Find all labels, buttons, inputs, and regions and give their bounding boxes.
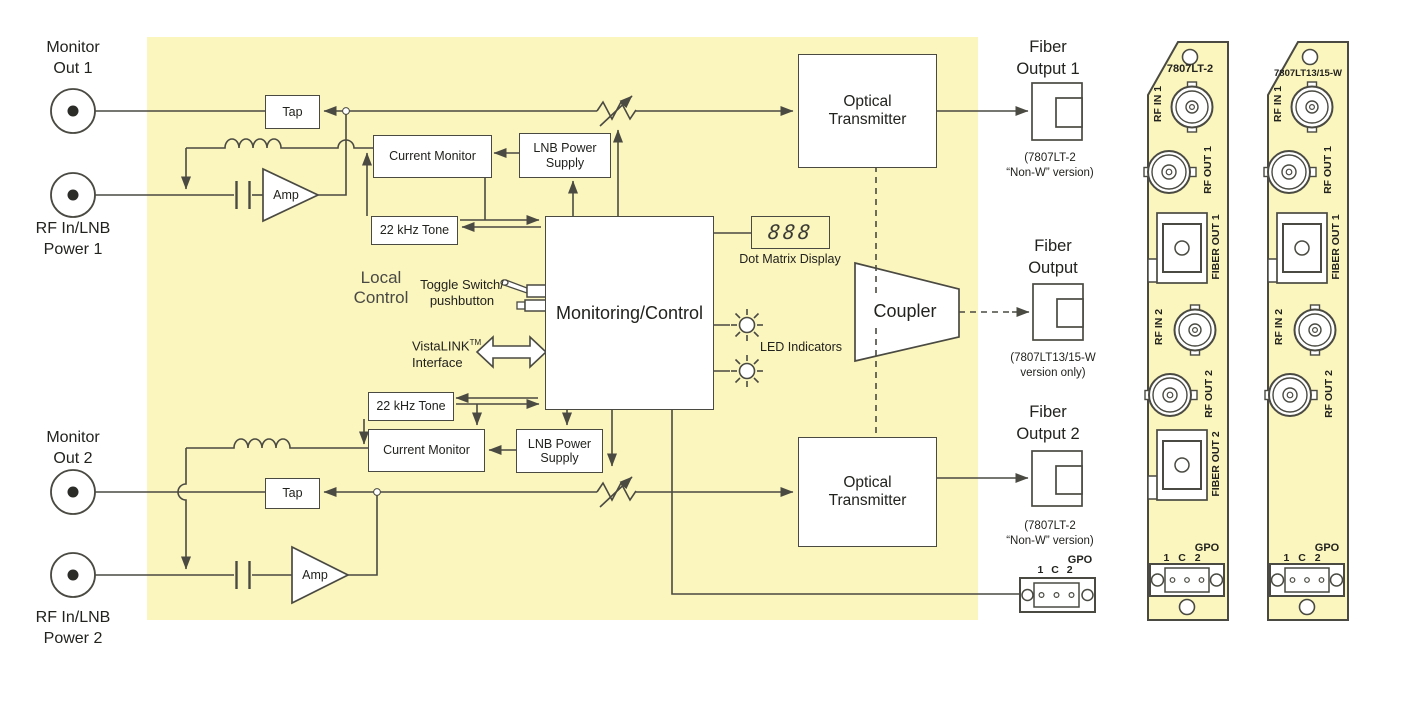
mounting-hole-top-1 [1181,48,1199,66]
panel2-bnc-rf-out-2 [1264,373,1318,417]
fiber-output-mid-caption: (7807LT13/15-W version only) [1010,352,1096,379]
vistalink-label: VistaLINKTM [412,338,482,354]
optical-transmitter-block-2: Optical Transmitter [798,437,937,547]
fiber-output-1-title: Fiber Output 1 [1016,38,1080,79]
panel2-rf-in-1-label: RF IN 1 [1272,85,1284,123]
lnb-bias-inject-2 [177,448,191,570]
control-periphery [475,232,763,387]
panel2-model-label: 7807LT13/15-W [1274,68,1342,79]
mounting-hole-bottom-1 [1178,598,1196,616]
panel1-rf-in-1-label: RF IN 1 [1152,85,1164,123]
tone-block-1: 22 kHz Tone [371,216,458,245]
tone-block-2: 22 kHz Tone [368,392,454,421]
gpo-pins-label: 1 C 2 [1037,564,1073,576]
panel2-rf-out-1-label: RF OUT 1 [1322,146,1334,194]
amp-triangle-2 [291,545,350,605]
amp-label-1: Amp [273,188,299,202]
rear-panel-card-1 [1143,41,1229,621]
panel1-model-label: 7807LT-2 [1166,63,1214,75]
amp-triangle-1 [262,167,320,223]
led-indicators-label: LED Indicators [760,340,842,354]
current-monitor-block-1: Current Monitor [373,135,492,178]
vistalink-interface-label: Interface [412,355,463,370]
fiber-output-mid-title: Fiber Output [1028,237,1078,278]
panel2-bnc-rf-in-1 [1290,81,1334,133]
panel1-bnc-rf-out-2 [1144,373,1198,417]
port-label-monitor-out-2: Monitor Out 2 [46,429,100,467]
panel2-gpo-label: GPO [1314,542,1340,554]
panel2-rf-in-2-label: RF IN 2 [1273,308,1285,346]
channel2-wiring [95,393,1029,605]
local-control-label: Local Control [353,268,409,307]
coupler-label: Coupler [858,301,952,322]
panel2-gpo-pins-label: 1 C 2 [1283,552,1321,564]
panel1-bnc-rf-in-1 [1170,81,1214,133]
panel1-bnc-rf-out-1 [1143,150,1197,194]
bias-inductor-1 [186,138,373,149]
tap-block-2: Tap [265,478,320,509]
tap-block-1: Tap [265,95,320,129]
pushbutton-icon [516,301,526,310]
toggle-switch-label: Toggle Switch/ [420,277,504,292]
dot-matrix-display: 888 [751,216,830,249]
panel1-bnc-rf-in-2 [1173,304,1217,356]
optical-transmitter-block-1: Optical Transmitter [798,54,937,168]
panel1-gpo-pins-label: 1 C 2 [1163,552,1201,564]
pushbutton-label: pushbutton [429,293,495,308]
panel2-gpo-connector [1269,563,1345,597]
panel1-rf-out-1-label: RF OUT 1 [1202,146,1214,194]
fiber-output-2-title: Fiber Output 2 [1016,403,1080,444]
panel1-rf-in-2-label: RF IN 2 [1153,308,1165,346]
led-indicator-icon-1 [731,309,763,341]
mounting-hole-top-2 [1301,48,1319,66]
fiber-output-connectors [1031,82,1084,507]
panel2-bnc-rf-in-2 [1293,304,1337,356]
toggle-switch-icon [500,279,548,312]
rear-panel-card-2 [1263,41,1349,621]
port-label-rf-in-2: RF In/LNB Power 2 [35,609,111,647]
panel1-rf-out-2-label: RF OUT 2 [1203,370,1215,418]
dot-matrix-digits: 888 [766,220,815,244]
lnb-power-supply-block-1: LNB Power Supply [519,133,611,178]
junction-node-2 [373,488,381,496]
panel1-gpo-label: GPO [1194,542,1220,554]
panel2-fiber-out-1-label: FIBER OUT 1 [1330,214,1342,280]
panel1-fiber-out-2-connector [1147,429,1208,501]
panel2-bnc-rf-out-1 [1263,150,1317,194]
left-bnc-ports [50,88,96,598]
gpo-wire [671,408,1019,595]
amp-label-2: Amp [302,568,328,582]
fiber-output-2-caption: (7807LT-2 “Non-W” version) [1006,520,1094,547]
fiber-output-1-caption: (7807LT-2 “Non-W” version) [1006,152,1094,179]
panel2-fiber-out-1-connector [1267,212,1328,284]
led-indicator-icon-2 [731,355,763,387]
monitoring-control-block: Monitoring/Control [545,216,714,410]
lnb-power-supply-block-2: LNB Power Supply [516,429,603,473]
bias-inductor-2 [186,438,368,449]
channel1-wiring [95,95,1029,232]
dot-matrix-label: Dot Matrix Display [739,252,841,266]
panel2-rf-out-2-label: RF OUT 2 [1323,370,1335,418]
current-monitor-block-2: Current Monitor [368,429,485,472]
panel1-fiber-out-1-connector [1147,212,1208,284]
panel1-fiber-out-2-label: FIBER OUT 2 [1210,431,1222,497]
gpo-connector-diagram [1019,577,1096,613]
gpo-label: GPO [1067,554,1093,566]
panel1-fiber-out-1-label: FIBER OUT 1 [1210,214,1222,280]
mounting-hole-bottom-2 [1298,598,1316,616]
port-label-monitor-out-1: Monitor Out 1 [46,39,100,77]
junction-node-1 [342,107,350,115]
panel1-gpo-connector [1149,563,1225,597]
port-label-rf-in-1: RF In/LNB Power 1 [35,220,111,258]
